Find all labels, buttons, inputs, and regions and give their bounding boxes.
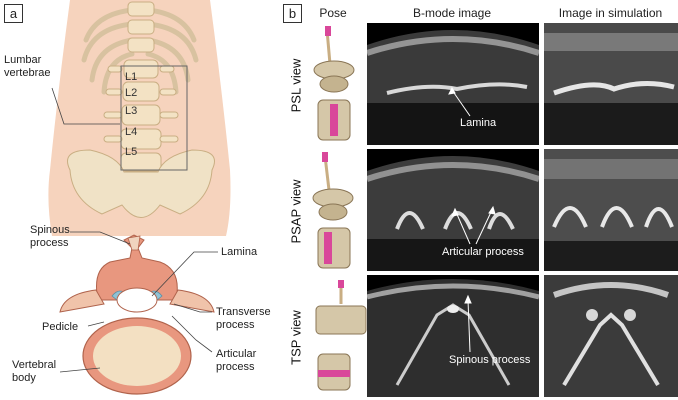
- vertebra-level-l5: L5: [125, 146, 137, 158]
- column-header-bmode: B-mode image: [366, 6, 538, 20]
- simulation-image-psap: [544, 149, 678, 271]
- vertebra-level-l1: L1: [125, 71, 137, 83]
- simulation-image-psl: [544, 23, 678, 145]
- bmode-image-psl: [367, 23, 539, 145]
- bmode-image-tsp: [367, 275, 539, 397]
- transverse-process-label: Transverse process: [216, 306, 271, 332]
- vertebra-level-l3: L3: [125, 105, 137, 117]
- column-header-pose: Pose: [308, 6, 358, 20]
- bmode-annotation-lamina: Lamina: [460, 117, 496, 129]
- pose-row2: [313, 152, 353, 268]
- row-label-psl: PSL view: [289, 26, 304, 146]
- column-header-simulation: Image in simulation: [543, 6, 678, 20]
- pedicle-label: Pedicle: [42, 321, 78, 334]
- pose-row3: [316, 280, 366, 390]
- bmode-annotation-spinous: Spinous process: [449, 354, 530, 366]
- bmode-annotation-articular: Articular process: [442, 246, 524, 258]
- pose-illustrations: [313, 26, 366, 390]
- vertebra-level-l2: L2: [125, 87, 137, 99]
- lamina-label: Lamina: [221, 246, 257, 259]
- vertebra-level-l4: L4: [125, 126, 137, 138]
- row-label-psap: PSAP view: [289, 152, 304, 272]
- row-label-tsp: TSP view: [289, 278, 304, 398]
- articular-process-label: Articular process: [216, 348, 256, 374]
- vertebral-body-label: Vertebral body: [12, 359, 56, 385]
- pose-row1: [314, 26, 354, 140]
- simulation-image-tsp: [544, 275, 678, 397]
- spinous-process-label: Spinous process: [30, 224, 70, 250]
- lumbar-vertebrae-label: Lumbar vertebrae: [4, 54, 50, 80]
- panel-b-tag: b: [283, 4, 302, 23]
- vertebra-cross-section: [60, 235, 214, 394]
